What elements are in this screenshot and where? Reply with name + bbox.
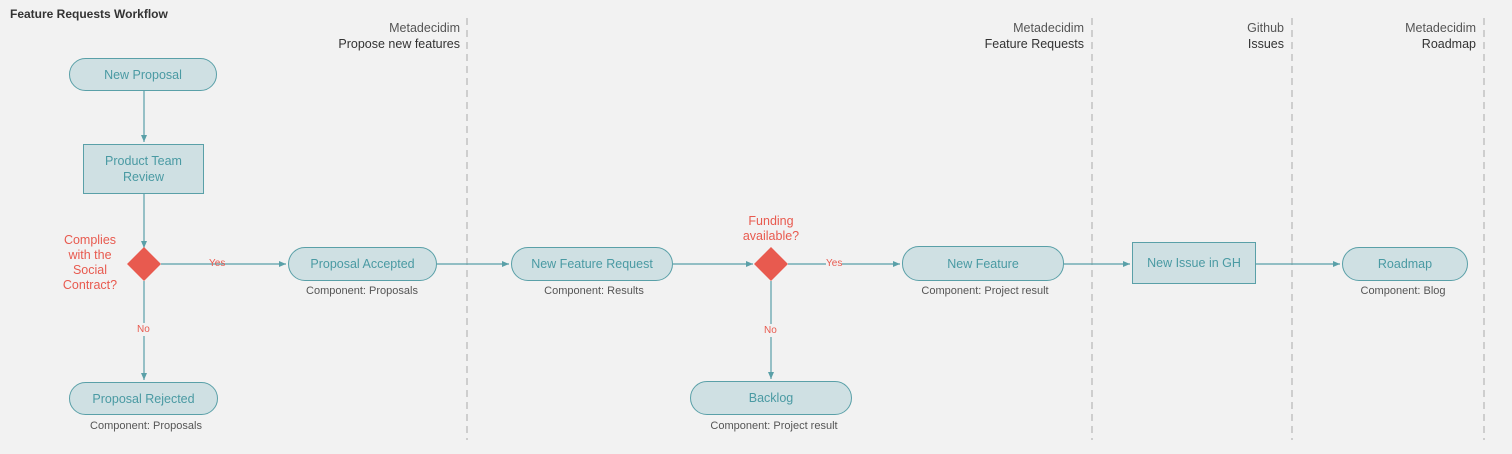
node-proposal-accepted[interactable]: Proposal Accepted	[288, 247, 437, 281]
decision-funding-question: Funding available?	[742, 214, 800, 243]
node-roadmap[interactable]: Roadmap	[1342, 247, 1468, 281]
edge-label-no-social: No	[137, 323, 150, 336]
caption-roadmap: Component: Blog	[1360, 285, 1446, 297]
node-new-feature[interactable]: New Feature	[902, 246, 1064, 281]
diagram-title: Feature Requests Workflow	[10, 7, 168, 21]
node-product-team-review[interactable]: Product Team Review	[83, 144, 204, 194]
node-proposal-rejected[interactable]: Proposal Rejected	[69, 382, 218, 415]
node-new-proposal[interactable]: New Proposal	[69, 58, 217, 91]
node-new-feature-request[interactable]: New Feature Request	[511, 247, 673, 281]
edge-label-no-funding: No	[764, 324, 777, 337]
edge-label-yes-funding: Yes	[826, 258, 843, 269]
caption-proposal-accepted: Component: Proposals	[306, 285, 418, 297]
caption-new-feature: Component: Project result	[921, 285, 1049, 297]
edge-label-yes-social: Yes	[209, 258, 226, 269]
decision-social-contract-question: Complies with the Social Contract?	[62, 233, 118, 292]
lane-dividers	[466, 18, 1485, 440]
node-new-issue-gh[interactable]: New Issue in GH	[1132, 242, 1256, 284]
caption-proposal-rejected: Component: Proposals	[90, 420, 202, 432]
caption-new-feature-request: Component: Results	[544, 285, 644, 297]
caption-backlog: Component: Project result	[710, 420, 838, 432]
node-backlog[interactable]: Backlog	[690, 381, 852, 415]
